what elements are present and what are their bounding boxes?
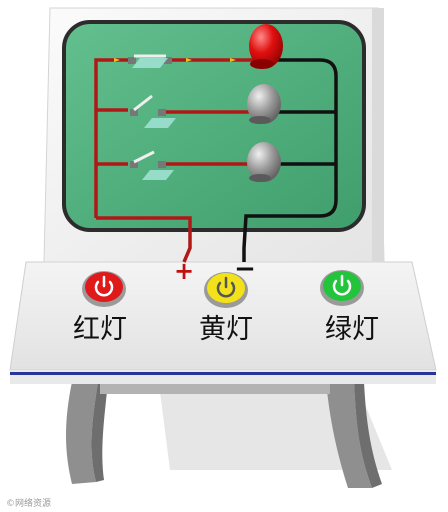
watermark: ©网络资源 — [6, 497, 51, 509]
switch-top[interactable] — [128, 54, 172, 68]
green-light-button[interactable] — [320, 270, 364, 306]
switch-bottom[interactable] — [130, 150, 174, 180]
current-flow-arrows — [114, 58, 236, 62]
left-leg — [66, 382, 98, 484]
negative-wiring — [242, 58, 338, 262]
yellow-light-label: 黄灯 — [199, 314, 253, 345]
yellow-light-button[interactable] — [204, 272, 248, 308]
circuit-board — [62, 20, 366, 263]
red-bulb-icon — [249, 24, 283, 69]
panel-side — [372, 8, 384, 262]
right-leg-shade — [354, 382, 382, 488]
green-light-label: 绿灯 — [325, 314, 379, 345]
switch-middle[interactable] — [130, 94, 176, 128]
grey-bulb-icon — [247, 142, 281, 182]
power-icon — [216, 276, 236, 298]
power-icon — [94, 275, 114, 297]
positive-terminal-symbol: + — [174, 257, 194, 285]
red-light-label: 红灯 — [73, 314, 127, 345]
right-leg — [326, 382, 372, 488]
power-icon — [332, 274, 352, 296]
red-light-button[interactable] — [82, 271, 126, 307]
grey-bulb-icon — [247, 84, 281, 124]
board-frame — [62, 20, 366, 232]
console-stand — [66, 382, 382, 488]
stand-crossbar — [100, 384, 330, 394]
desk-stripe — [10, 372, 436, 375]
positive-wiring — [94, 58, 262, 263]
left-leg-shade — [91, 382, 108, 482]
